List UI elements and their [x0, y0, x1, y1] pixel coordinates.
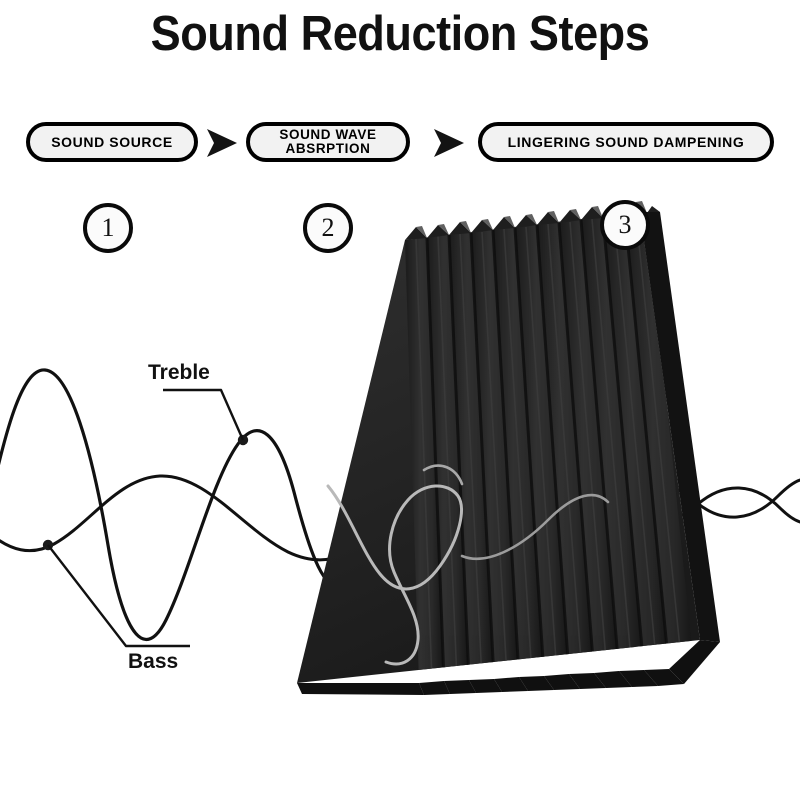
panel-right-edge: [640, 212, 720, 642]
panel-top-sawtooth: [405, 202, 660, 240]
page-title: Sound Reduction Steps: [150, 7, 650, 61]
bass-leader-line: [47, 544, 190, 648]
panel-ridges: [405, 213, 694, 683]
step-pill-label-line1: SOUND WAVE: [279, 126, 377, 142]
step-pill-sound-wave-absorption[interactable]: SOUND WAVE ABSRPTION: [246, 122, 410, 162]
step-number-circle-3: 3: [600, 200, 650, 250]
step-number-text: 2: [321, 213, 335, 242]
step-pill-label: LINGERING SOUND DAMPENING: [507, 133, 745, 150]
wave-inside-panel-path: [326, 484, 463, 666]
treble-leader-line: [163, 388, 245, 441]
step-pill-row: SOUND SOURCE SOUND WAVE ABSRPTION LINGER…: [0, 122, 800, 174]
step-number-text: 1: [101, 213, 115, 242]
step-pill-label: SOUND SOURCE: [51, 133, 173, 150]
callout-label-bass: Bass: [128, 650, 179, 673]
arrow-right-icon: [205, 127, 239, 159]
step-number-circle-2: 2: [303, 203, 353, 253]
step-pill-sound-source[interactable]: SOUND SOURCE: [26, 122, 198, 162]
callout-label-treble: Treble: [148, 361, 210, 384]
arrow-right-icon: [432, 127, 466, 159]
step-number-circle-1: 1: [83, 203, 133, 253]
wave-inside-panel-path-secondary: [422, 464, 464, 486]
panel-bottom-sawtooth: [297, 640, 720, 695]
step-number-text: 3: [618, 210, 632, 239]
step-pill-label-line2: ABSRPTION: [285, 141, 371, 156]
step-pill-label: SOUND WAVE ABSRPTION: [279, 126, 377, 156]
step-pill-lingering-sound-dampening[interactable]: LINGERING SOUND DAMPENING: [478, 122, 774, 162]
wave-inside-panel-path-exit: [460, 493, 610, 561]
